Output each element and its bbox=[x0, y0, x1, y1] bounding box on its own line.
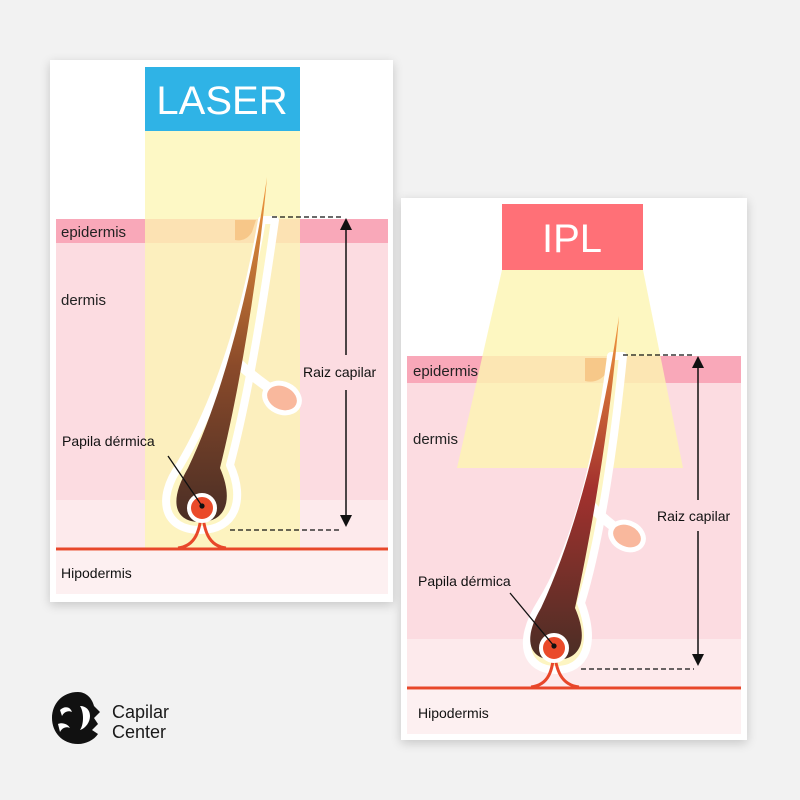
laser-diagram: epidermis dermis Raiz capilar Papila dér… bbox=[56, 67, 388, 594]
laser-epidermis-label: epidermis bbox=[61, 224, 126, 241]
ipl-epidermis-label: epidermis bbox=[413, 363, 478, 380]
ipl-root-label: Raiz capilar bbox=[657, 508, 730, 524]
laser-sebaceous-gland bbox=[262, 380, 302, 416]
ipl-papilla-pointer bbox=[509, 592, 555, 647]
laser-hair-shaft bbox=[176, 177, 267, 522]
laser-papilla-pointer bbox=[167, 455, 203, 507]
ipl-light-beam bbox=[457, 270, 683, 468]
logo-line-2: Center bbox=[112, 722, 166, 742]
laser-hipodermis-label: Hipodermis bbox=[61, 565, 132, 581]
ipl-diagram: epidermis dermis Raiz capilar Papila dér… bbox=[407, 204, 741, 734]
ipl-panel: epidermis dermis Raiz capilar Papila dér… bbox=[401, 198, 747, 740]
capilar-center-logo: Capilar Center bbox=[52, 692, 169, 744]
ipl-hipodermis-layer bbox=[407, 690, 741, 734]
ipl-arrow-head-up bbox=[692, 356, 704, 368]
ipl-hair-shaft bbox=[530, 316, 619, 660]
laser-title-box bbox=[145, 67, 300, 131]
laser-arrow-head-up bbox=[340, 218, 352, 230]
ipl-dermis-label: dermis bbox=[413, 431, 458, 448]
ipl-follicle-opening bbox=[585, 358, 611, 382]
laser-panel: epidermis dermis Raiz capilar Papila dér… bbox=[50, 60, 393, 602]
laser-papilla-label: Papila dérmica bbox=[62, 433, 155, 449]
laser-papilla-pointer-dot bbox=[199, 503, 205, 509]
ipl-papilla-pointer-dot bbox=[551, 643, 557, 649]
ipl-papilla-label: Papila dérmica bbox=[418, 573, 511, 589]
ipl-title: IPL bbox=[542, 217, 602, 261]
laser-arrow-head-down bbox=[340, 515, 352, 527]
ipl-hipodermis-label: Hipodermis bbox=[418, 705, 489, 721]
ipl-sebaceous-gland bbox=[608, 519, 646, 553]
ipl-title-box bbox=[502, 204, 643, 270]
ipl-arrow-head-down bbox=[692, 654, 704, 666]
lion-head-icon bbox=[52, 692, 100, 744]
laser-follicle-opening bbox=[235, 220, 256, 241]
laser-hipodermis-layer bbox=[56, 551, 388, 594]
laser-dermis-label: dermis bbox=[61, 292, 106, 309]
laser-title: LASER bbox=[156, 79, 287, 123]
laser-root-label: Raiz capilar bbox=[303, 364, 376, 380]
logo-line-1: Capilar bbox=[112, 702, 169, 722]
